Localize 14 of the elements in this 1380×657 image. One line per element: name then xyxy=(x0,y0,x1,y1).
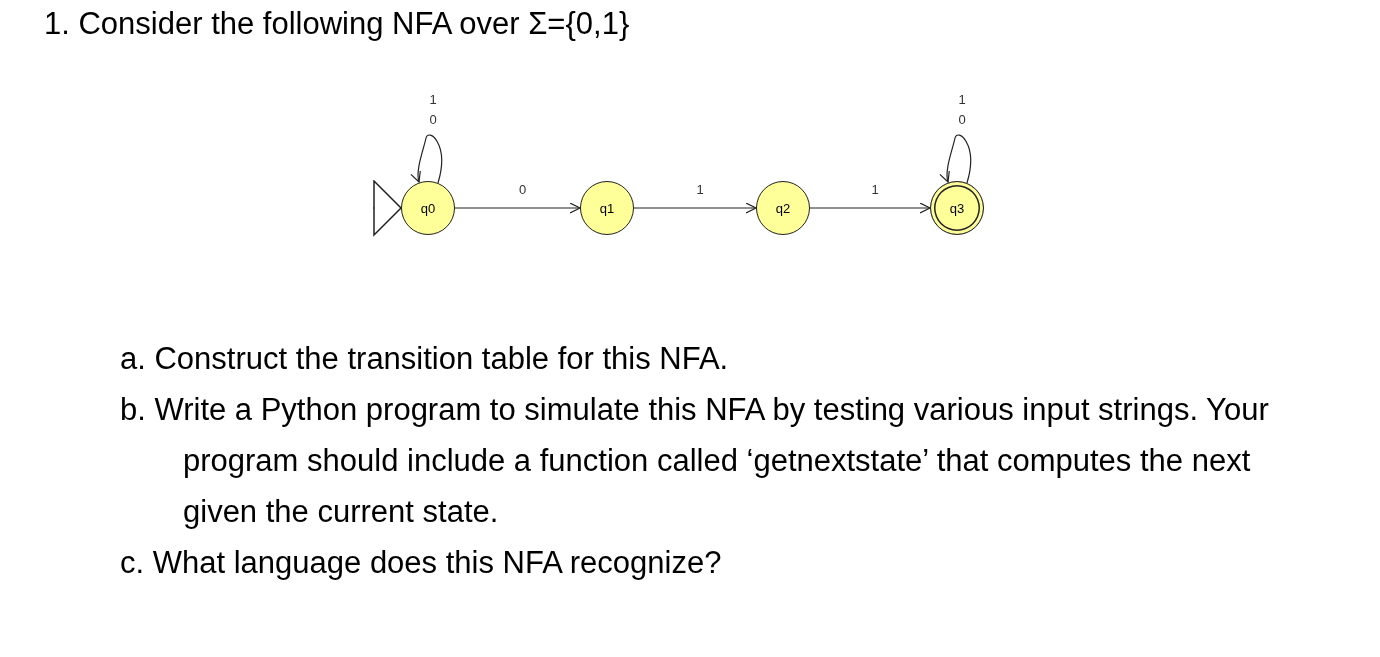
state-circle: q0 xyxy=(401,181,455,235)
state-circle: q2 xyxy=(756,181,810,235)
question-text: c. What language does this NFA recognize? xyxy=(120,544,723,582)
self-loop-arrow xyxy=(411,134,443,184)
question-text: b. Write a Python program to simulate this NFA by testing various input strings. Your program should include a function called ‘getnextstate’ that computes the next given the current state. xyxy=(120,391,1270,531)
start-arrow xyxy=(372,180,402,236)
state-circle: q1 xyxy=(580,181,634,235)
transition-arrow xyxy=(633,202,757,214)
self-loop-arrow xyxy=(940,134,972,184)
question-heading: 1. Consider the following NFA over Σ={0,1} xyxy=(44,6,630,42)
transition-arrow xyxy=(809,202,931,214)
accepting-state-circle: q3 xyxy=(930,181,984,235)
question-text: a. Construct the transition table for this NFA. xyxy=(120,340,730,378)
transition-arrow xyxy=(454,202,581,214)
